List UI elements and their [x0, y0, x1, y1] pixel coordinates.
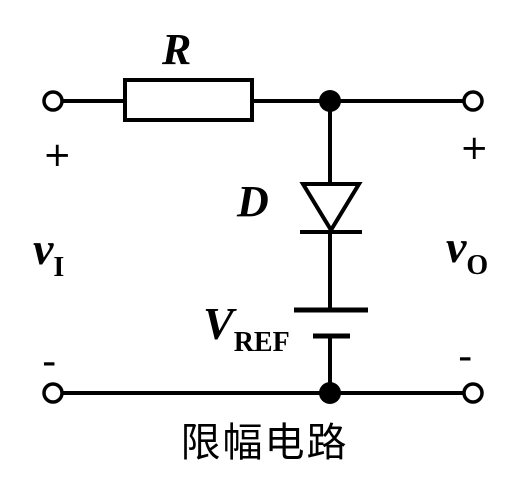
vref-main: V: [203, 298, 237, 349]
input-terminal-top: [42, 90, 64, 112]
diode-triangle: [299, 182, 363, 234]
input-plus-sign: +: [43, 135, 72, 175]
output-voltage-main: v: [446, 221, 467, 272]
diagram-caption: 限幅电路: [180, 420, 349, 466]
output-plus-sign: +: [460, 128, 489, 168]
resistor: [123, 78, 254, 122]
diode-label: D: [236, 177, 269, 226]
output-voltage-subscript: O: [466, 250, 488, 281]
input-voltage-main: v: [33, 223, 54, 274]
output-terminal-bottom: [462, 382, 484, 404]
resistor-label: R: [161, 25, 191, 74]
output-minus-sign: -: [458, 334, 472, 380]
output-terminal-top: [462, 90, 484, 112]
junction-node-bottom: [319, 382, 341, 404]
input-minus-sign: -: [42, 339, 56, 385]
output-voltage-label: vO: [446, 221, 488, 281]
input-terminal-bottom: [42, 382, 64, 404]
vref-subscript: REF: [234, 327, 290, 358]
vref-label: VREF: [203, 298, 290, 358]
input-voltage-label: vI: [33, 223, 64, 283]
junction-node-top: [319, 90, 341, 112]
input-voltage-subscript: I: [53, 252, 64, 283]
